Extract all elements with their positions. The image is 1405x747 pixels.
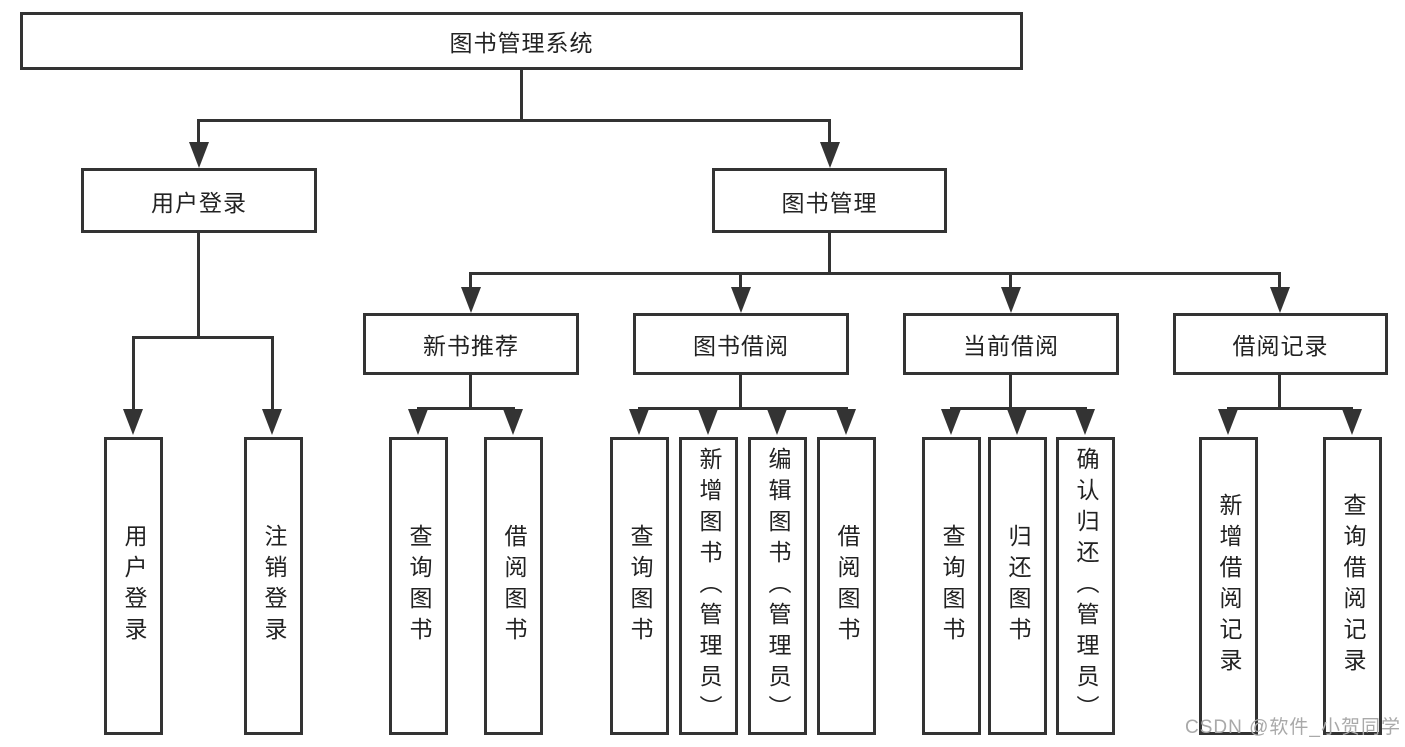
arrowhead-nb-query	[408, 409, 428, 435]
leaf-current-return-label: 归还图书	[1005, 524, 1031, 648]
arrowhead-cb-return	[1007, 409, 1027, 435]
arrowhead-book-mgmt	[820, 142, 840, 168]
connector-drop-leaf-logout	[271, 336, 274, 412]
arrowhead-cb-query	[941, 409, 961, 435]
connector-drop-book-mgmt	[828, 119, 831, 145]
connector-records-stem	[1278, 375, 1281, 409]
node-user-login: 用户登录	[81, 168, 317, 233]
connector-currentborrow-rail	[950, 407, 1087, 410]
leaf-borrow-edit-admin-label: 编辑图书（管理员）	[765, 446, 791, 726]
leaf-logout-label: 注销登录	[261, 524, 287, 648]
connector-drop-records	[1278, 272, 1281, 290]
leaf-current-return: 归还图书	[988, 437, 1047, 735]
leaf-user-login-label: 用户登录	[121, 524, 147, 648]
connector-drop-leaf-login	[132, 336, 135, 412]
arrowhead-br-add	[1218, 409, 1238, 435]
leaf-borrow-borrow: 借阅图书	[817, 437, 876, 735]
node-root-library-system: 图书管理系统	[20, 12, 1023, 70]
connector-currentborrow-stem	[1009, 375, 1012, 409]
leaf-current-query: 查询图书	[922, 437, 981, 735]
leaf-newbook-borrow: 借阅图书	[484, 437, 543, 735]
arrowhead-bb-edit	[767, 409, 787, 435]
leaf-borrow-borrow-label: 借阅图书	[834, 524, 860, 648]
connector-root-stem	[520, 70, 523, 122]
leaf-record-query-label: 查询借阅记录	[1340, 493, 1366, 679]
csdn-watermark: CSDN @软件_小贺同学	[1185, 717, 1401, 738]
leaf-borrow-add-admin: 新增图书（管理员）	[679, 437, 738, 735]
arrowhead-leaf-logout	[262, 409, 282, 435]
node-new-book-recommend: 新书推荐	[363, 313, 579, 375]
arrowhead-recommend	[461, 287, 481, 313]
leaf-borrow-query: 查询图书	[610, 437, 669, 735]
arrowhead-cb-confirm	[1075, 409, 1095, 435]
leaf-newbook-query-label: 查询图书	[406, 524, 432, 648]
connector-recommend-rail	[417, 407, 515, 410]
connector-userlogin-rail	[132, 336, 274, 339]
leaf-borrow-edit-admin: 编辑图书（管理员）	[748, 437, 807, 735]
leaf-record-query: 查询借阅记录	[1323, 437, 1382, 735]
node-borrow-records: 借阅记录	[1173, 313, 1388, 375]
node-book-management: 图书管理	[712, 168, 947, 233]
leaf-record-add-label: 新增借阅记录	[1216, 493, 1242, 679]
connector-drop-user-login	[197, 119, 200, 145]
leaf-record-add: 新增借阅记录	[1199, 437, 1258, 735]
connector-bookborrow-rail	[638, 407, 848, 410]
leaf-newbook-borrow-label: 借阅图书	[501, 524, 527, 648]
connector-level3-rail	[469, 272, 1281, 275]
leaf-current-confirm-admin: 确认归还（管理员）	[1056, 437, 1115, 735]
arrowhead-bb-add	[698, 409, 718, 435]
leaf-logout: 注销登录	[244, 437, 303, 735]
leaf-newbook-query: 查询图书	[389, 437, 448, 735]
arrowhead-bb-query	[629, 409, 649, 435]
leaf-current-confirm-admin-label: 确认归还（管理员）	[1073, 446, 1099, 726]
arrowhead-leaf-login	[123, 409, 143, 435]
connector-bookmgmt-stem	[828, 233, 831, 275]
connector-recommend-stem	[469, 375, 472, 409]
arrowhead-nb-borrow	[503, 409, 523, 435]
connector-bookborrow-stem	[739, 375, 742, 409]
connector-userlogin-stem	[197, 233, 200, 339]
arrowhead-bb-borrow	[836, 409, 856, 435]
leaf-borrow-add-admin-label: 新增图书（管理员）	[696, 446, 722, 726]
connector-records-rail	[1227, 407, 1353, 410]
arrowhead-currentborrow	[1001, 287, 1021, 313]
connector-drop-bookborrow	[739, 272, 742, 290]
connector-drop-currentborrow	[1009, 272, 1012, 290]
leaf-borrow-query-label: 查询图书	[627, 524, 653, 648]
node-current-borrow: 当前借阅	[903, 313, 1119, 375]
leaf-user-login: 用户登录	[104, 437, 163, 735]
arrowhead-br-query	[1342, 409, 1362, 435]
arrowhead-records	[1270, 287, 1290, 313]
arrowhead-user-login	[189, 142, 209, 168]
node-book-borrow: 图书借阅	[633, 313, 849, 375]
leaf-current-query-label: 查询图书	[939, 524, 965, 648]
connector-level2-rail	[198, 119, 831, 122]
arrowhead-bookborrow	[731, 287, 751, 313]
connector-drop-recommend	[469, 272, 472, 290]
